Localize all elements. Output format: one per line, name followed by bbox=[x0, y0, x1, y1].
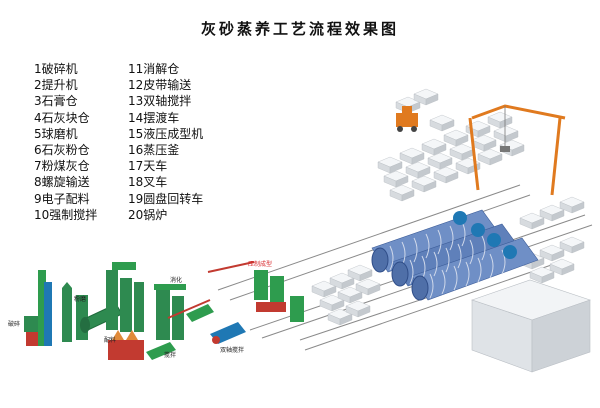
label-mill: 粉磨 bbox=[74, 295, 86, 303]
legend-item: 19圆盘回转车 bbox=[128, 191, 204, 206]
autoclave-group bbox=[371, 209, 539, 301]
autoclave-doors bbox=[453, 211, 517, 259]
legend-item: 3石膏仓 bbox=[34, 94, 78, 109]
slaking-silos bbox=[154, 284, 186, 340]
legend-item: 18叉车 bbox=[128, 175, 168, 190]
label-biaxial-mixing: 双轴搅拌 bbox=[220, 346, 244, 354]
silo-group-left bbox=[62, 282, 88, 342]
legend-item: 7粉煤灰仓 bbox=[34, 159, 90, 174]
legend-item: 12皮带输送 bbox=[128, 78, 192, 93]
legend-item: 6石灰粉仓 bbox=[34, 143, 90, 158]
batching-hoppers bbox=[108, 330, 144, 360]
label-slaking: 消化 bbox=[170, 276, 182, 284]
legend-item: 17天车 bbox=[128, 159, 168, 174]
legend-item: 4石灰块仓 bbox=[34, 110, 90, 125]
legend-item: 20锅炉 bbox=[128, 207, 168, 222]
silo-group-middle bbox=[106, 262, 144, 332]
gantry-crane bbox=[468, 104, 566, 196]
bucket-elevator bbox=[38, 270, 52, 346]
legend-item: 1破碎机 bbox=[34, 62, 78, 76]
legend-item: 11消解仓 bbox=[128, 62, 180, 76]
legend-item: 2提升机 bbox=[34, 78, 78, 93]
biaxial-mixer bbox=[210, 322, 246, 344]
belt-conveyors bbox=[167, 261, 255, 319]
label-mixing: 搅拌 bbox=[164, 351, 176, 359]
legend-item: 16蒸压釜 bbox=[128, 143, 180, 158]
forklift bbox=[396, 106, 418, 132]
mixer-units bbox=[146, 304, 214, 360]
label-crusher: 破碎 bbox=[8, 320, 20, 328]
label-press: 压制成型 bbox=[248, 260, 272, 268]
legend: 1破碎机 11消解仓 2提升机 12皮带输送 3石膏仓 13双轴搅拌 4石灰块仓… bbox=[34, 62, 248, 222]
legend-item: 14摆渡车 bbox=[128, 110, 180, 125]
finished-storage bbox=[471, 279, 591, 373]
legend-item: 9电子配料 bbox=[34, 191, 90, 206]
legend-item: 5球磨机 bbox=[34, 126, 78, 141]
diagram-title: 灰砂蒸养工艺流程效果图 bbox=[200, 20, 399, 38]
label-batching: 配料 bbox=[104, 336, 116, 344]
legend-item: 10强制搅拌 bbox=[34, 207, 98, 222]
legend-item: 15液压成型机 bbox=[128, 126, 204, 141]
legend-item: 8螺旋输送 bbox=[34, 175, 90, 190]
press-machines bbox=[254, 270, 304, 322]
legend-item: 13双轴搅拌 bbox=[128, 94, 192, 109]
